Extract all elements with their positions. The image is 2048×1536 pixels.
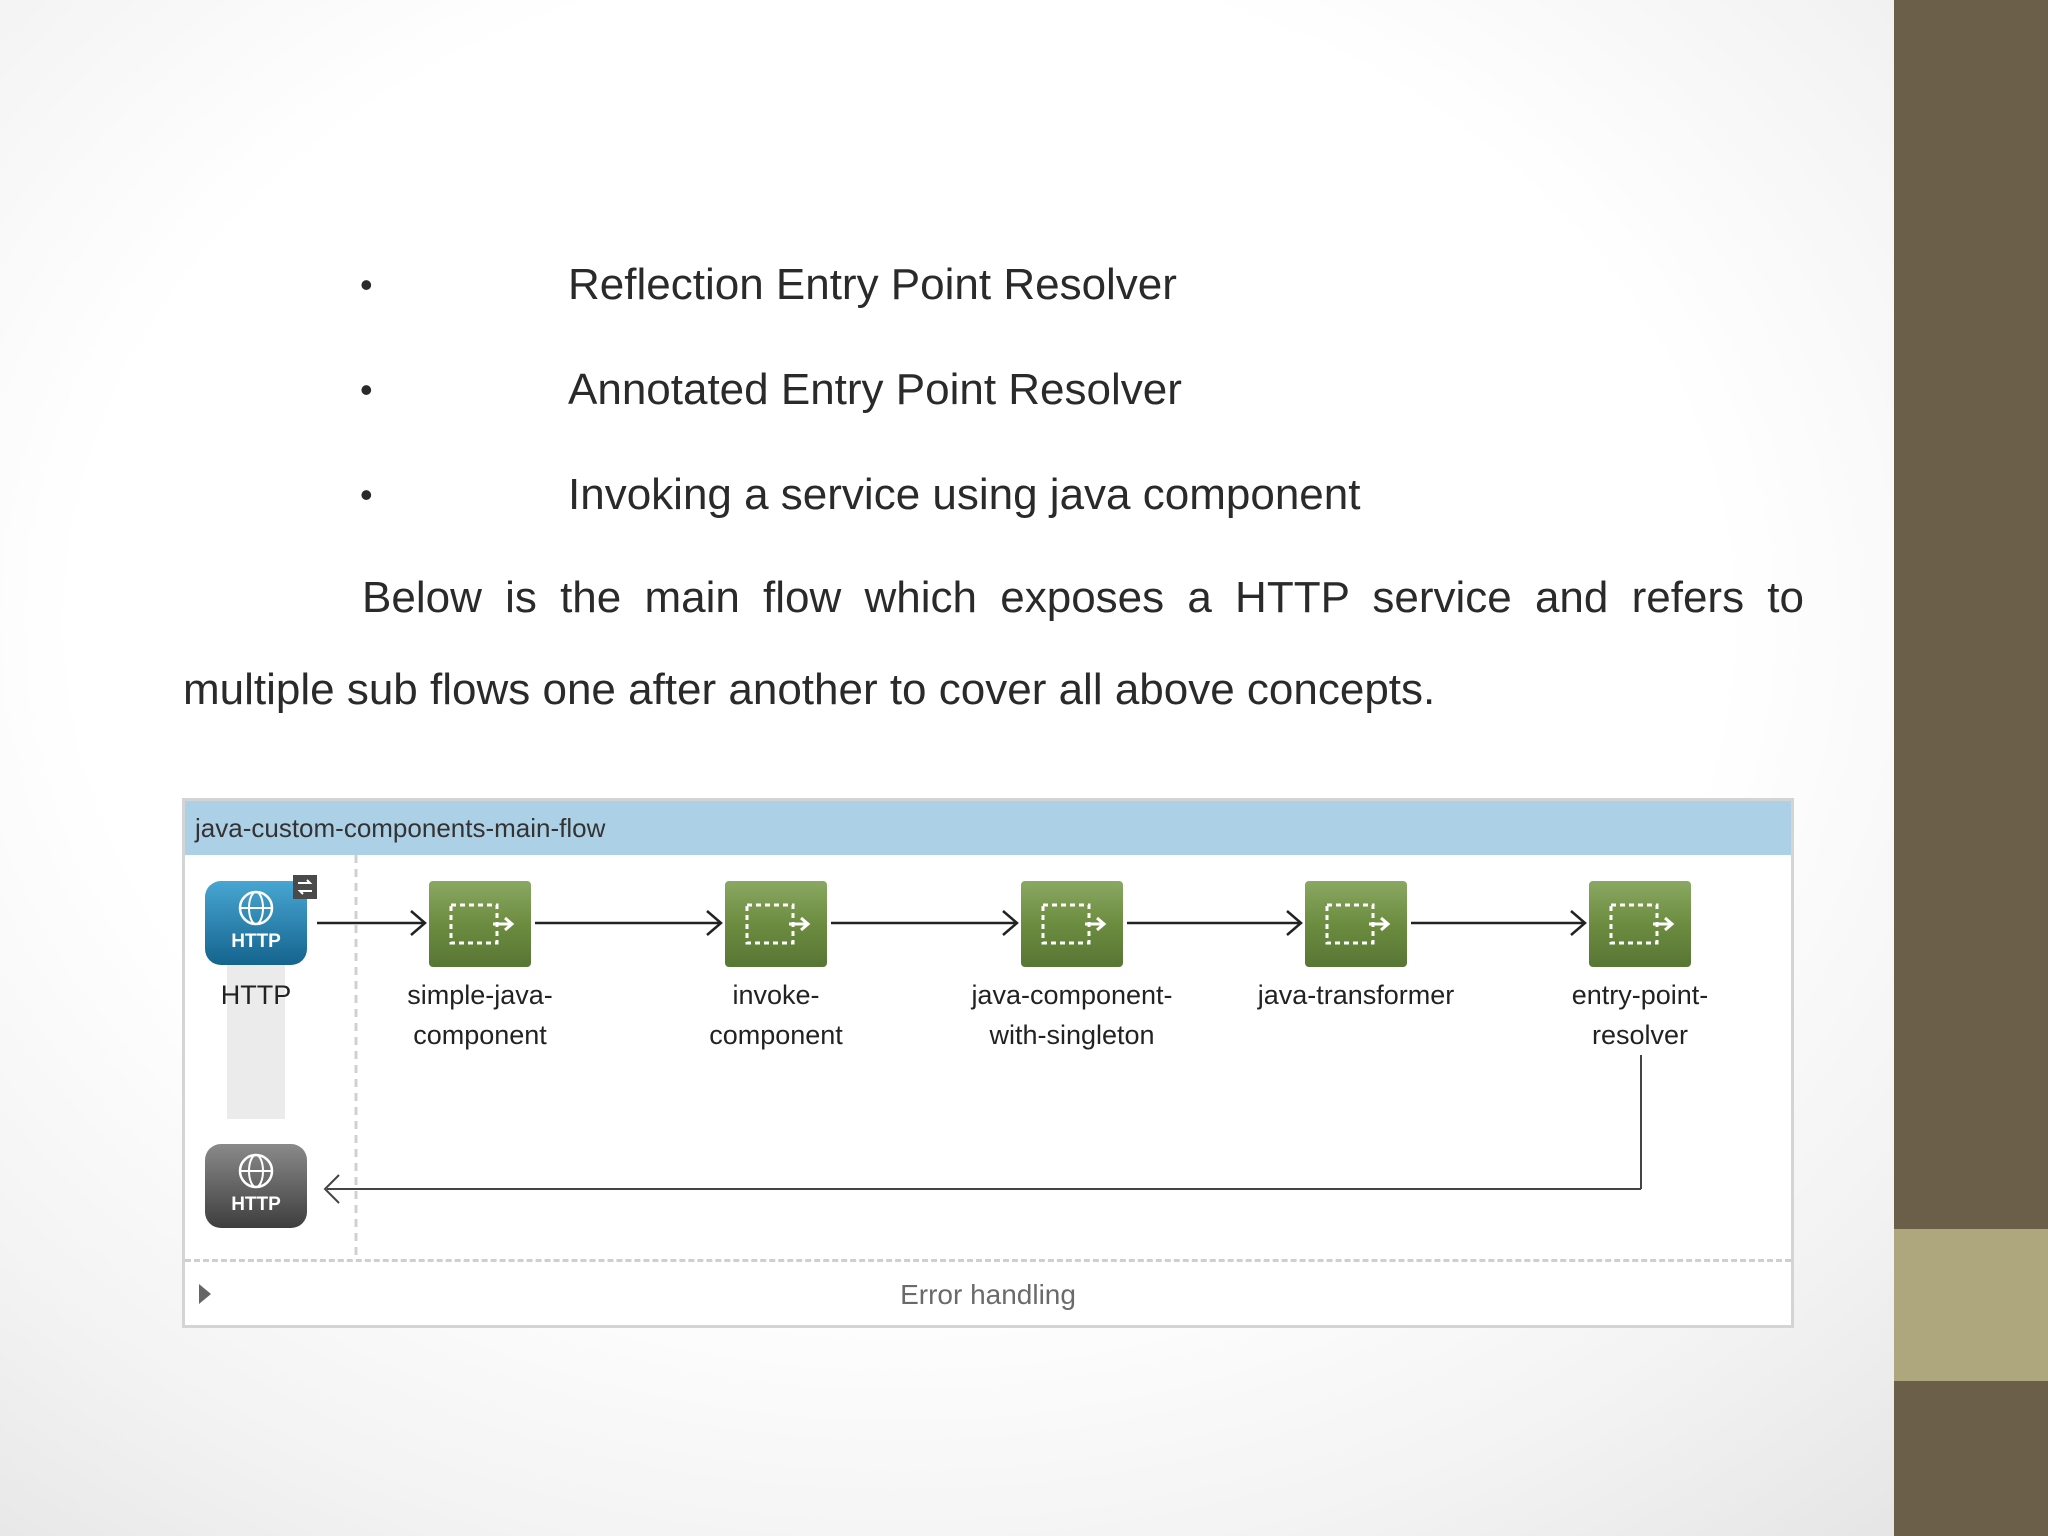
component-label-simple-java: simple-java- component	[360, 975, 600, 1055]
label-line: component	[413, 1020, 547, 1050]
component-label-entry-point-resolver: entry-point- resolver	[1520, 975, 1760, 1055]
label-line: simple-java-	[407, 980, 553, 1010]
bullet-marker: •	[360, 369, 373, 410]
svg-text:HTTP: HTTP	[231, 931, 281, 952]
bullet-marker: •	[360, 264, 373, 305]
component-icon-transformer[interactable]	[1305, 881, 1407, 967]
label-line: entry-point-	[1571, 980, 1709, 1010]
http-response-icon[interactable]: HTTP	[205, 1144, 307, 1228]
bullet-text: Annotated Entry Point Resolver	[568, 365, 1182, 414]
paragraph-line-1: Below is the main flow which exposes a H…	[362, 573, 1804, 622]
bullet-marker: •	[360, 474, 373, 515]
exchange-pattern-icon	[293, 875, 317, 899]
expand-triangle-icon[interactable]	[199, 1284, 211, 1304]
component-label-singleton: java-component- with-singleton	[952, 975, 1192, 1055]
bullet-item-1: • Reflection Entry Point Resolver	[360, 250, 1177, 320]
component-label-invoke: invoke- component	[656, 975, 896, 1055]
flow-svg: HTTP HTTP	[205, 855, 1691, 1255]
label-line: component	[709, 1020, 843, 1050]
return-path	[323, 1055, 1642, 1204]
flow-canvas: HTTP HTTP	[185, 855, 1791, 1255]
svg-text:HTTP: HTTP	[231, 1194, 281, 1215]
flow-title: java-custom-components-main-flow	[185, 801, 1791, 855]
flow-arrows	[317, 910, 1587, 936]
bullet-text: Reflection Entry Point Resolver	[568, 260, 1177, 309]
label-line: with-singleton	[989, 1020, 1155, 1050]
component-icon-simple-java[interactable]	[429, 881, 531, 967]
bullet-text: Invoking a service using java component	[568, 470, 1361, 519]
component-icon-singleton[interactable]	[1021, 881, 1123, 967]
component-label-transformer: java-transformer	[1236, 975, 1476, 1015]
label-line: resolver	[1591, 1020, 1689, 1050]
label-line: java-component-	[971, 980, 1173, 1010]
label-line: java-transformer	[1257, 980, 1455, 1010]
bullet-item-2: • Annotated Entry Point Resolver	[360, 355, 1182, 425]
component-icon-entry-point-resolver[interactable]	[1589, 881, 1691, 967]
error-handling-label: Error handling	[900, 1279, 1076, 1310]
flow-diagram: java-custom-components-main-flow	[182, 798, 1794, 1328]
sidebar-accent-block	[1894, 1229, 2048, 1381]
error-handling-section[interactable]: Error handling	[185, 1259, 1791, 1325]
paragraph-line-2: multiple sub flows one after another to …	[183, 665, 1436, 714]
http-source-icon[interactable]: HTTP	[205, 881, 307, 965]
http-source-label: HTTP	[220, 980, 292, 1010]
component-icon-invoke[interactable]	[725, 881, 827, 967]
label-line: invoke-	[732, 980, 820, 1010]
bullet-item-3: • Invoking a service using java componen…	[360, 460, 1360, 530]
